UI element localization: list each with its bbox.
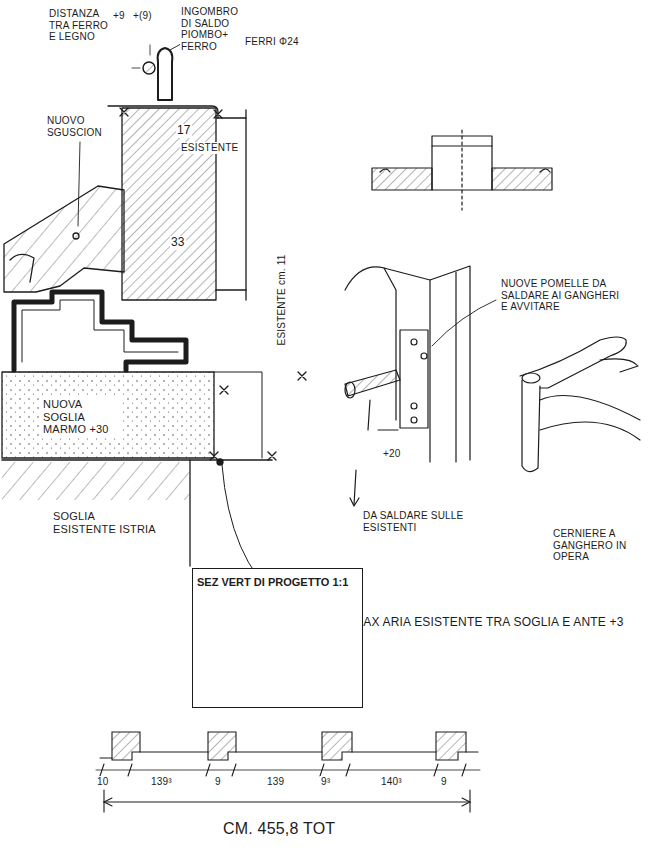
annotation-label: ESISTENTE — [180, 142, 239, 154]
annotation-label: 139 — [266, 776, 285, 788]
annotation-label: +20 — [382, 448, 402, 460]
annotation-label: 139³ — [150, 776, 173, 788]
section-box: SEZ VERT DI PROGETTO 1:1 — [192, 568, 363, 708]
annotation-label: DA SALDARE SULLE ESISTENTI — [362, 510, 472, 533]
annotation-label: NUOVE POMELLE DA SALDARE AI GANGHERI E A… — [500, 278, 630, 313]
annotation-label: DISTANZA TRA FERRO E LEGNO — [48, 8, 114, 43]
hinge-details — [345, 130, 640, 506]
bottom-plan — [96, 732, 480, 812]
annotation-label: CERNIERE A GANGHERO IN OPERA — [552, 528, 638, 563]
annotation-label: 33 — [170, 236, 186, 250]
annotation-label: MAX ARIA ESISTENTE TRA SOGLIA E ANTE +3 — [352, 616, 626, 630]
annotation-label: NUOVA SOGLIA MARMO +30 — [42, 398, 122, 436]
annotation-label: 140³ — [380, 776, 403, 788]
annotation-label: FERRI Φ24 — [244, 36, 300, 48]
annotation-label: 17 — [176, 124, 192, 138]
annotation-label: INGOMBRO DI SALDO PIOMBO+ FERRO — [180, 6, 244, 52]
annotation-label: ESISTENTE cm. 11 — [276, 254, 288, 347]
annotation-label: +(9) — [132, 10, 153, 22]
annotation-label: 9 — [214, 776, 222, 788]
annotation-label: 9 — [440, 776, 448, 788]
annotation-label: SOGLIA ESISTENTE ISTRIA — [52, 510, 158, 535]
annotation-label: +9 — [112, 10, 126, 22]
annotation-label: NUOVO SGUSCION — [46, 115, 114, 138]
annotation-label: 9³ — [320, 776, 331, 788]
annotation-label: 10 — [96, 776, 110, 788]
main-section — [2, 40, 348, 632]
annotation-label: CM. 455,8 TOT — [222, 820, 336, 838]
box-text: SEZ VERT DI PROGETTO 1:1 — [197, 575, 358, 589]
